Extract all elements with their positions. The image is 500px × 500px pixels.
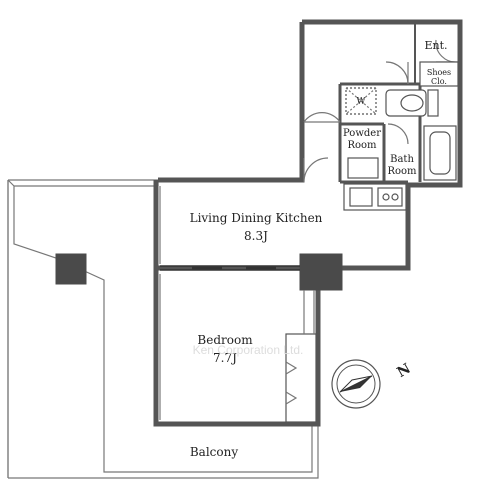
- column-center: [299, 253, 343, 291]
- powder-room-line2: Room: [347, 140, 377, 151]
- bath-room-line2: Room: [387, 166, 417, 177]
- bathtub: [423, 125, 457, 181]
- watermark: Ken Corporation Ltd.: [193, 343, 304, 357]
- ldk-size: 8.3J: [244, 229, 268, 243]
- outer-walls: [153, 19, 463, 427]
- powder-room-line1: Powder: [343, 128, 381, 139]
- ldk-label: Living Dining Kitchen: [190, 211, 323, 225]
- washer-mark: W: [356, 97, 366, 107]
- compass: [331, 359, 381, 409]
- compass-north-label: N: [395, 361, 414, 381]
- shoes-closet-box: [419, 61, 459, 87]
- kitchen-counter: [343, 183, 407, 211]
- bedroom-label: Bedroom: [197, 333, 253, 347]
- sliding-partition: [160, 265, 300, 271]
- bath-room-line1: Bath: [390, 154, 414, 165]
- balcony-outline: [7, 179, 319, 479]
- balcony-label: Balcony: [190, 445, 238, 459]
- column-balcony: [55, 253, 87, 285]
- bedroom-closet: [285, 290, 317, 423]
- shoes-closet-line2: Clo.: [431, 77, 447, 86]
- entrance-label: Ent.: [424, 39, 447, 52]
- bedroom-size: 7.7J: [213, 351, 237, 365]
- toilet: [385, 89, 439, 117]
- shoes-closet-line1: Shoes: [427, 68, 451, 77]
- washer-space: [345, 87, 377, 115]
- powder-sink: [347, 157, 379, 179]
